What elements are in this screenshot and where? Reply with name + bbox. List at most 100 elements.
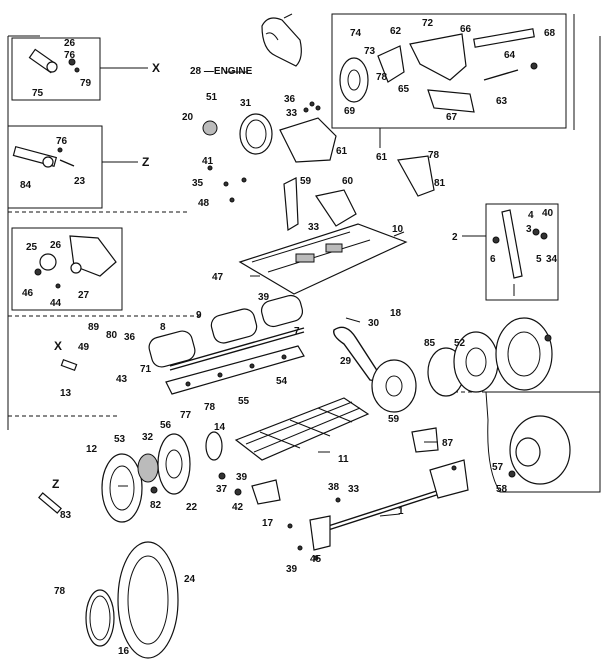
group-z-top <box>12 145 75 168</box>
right-bracket <box>492 209 548 296</box>
bracket-17 <box>251 479 281 505</box>
part-number-label: 43 <box>116 374 128 385</box>
part-number-label: 62 <box>390 26 402 37</box>
brackets <box>283 155 435 232</box>
axle <box>287 459 469 561</box>
part-number-label: 42 <box>232 502 244 513</box>
group-x-inset-label: X <box>54 339 62 353</box>
part-number-label: 89 <box>88 322 100 333</box>
part-number-label: 5 <box>536 254 542 265</box>
part-number-label: 17 <box>262 518 274 529</box>
part-number-label: 51 <box>206 92 218 103</box>
part-number-label: 29 <box>340 356 352 367</box>
part-number-label: 36 <box>124 332 136 343</box>
part-number-label: 78 <box>376 72 388 83</box>
deck-plate <box>238 223 408 295</box>
part-number-label: 52 <box>454 338 466 349</box>
tire-group <box>85 541 179 659</box>
part-number-label: 14 <box>214 422 226 433</box>
part-number-label: 32 <box>142 432 154 443</box>
part-number-label: 67 <box>446 112 458 123</box>
part-number-label: 2 <box>452 232 458 243</box>
part-number-label: 59 <box>388 414 400 425</box>
part-number-label: 33 <box>308 222 320 233</box>
part-number-label: 20 <box>182 112 194 123</box>
part-number-label: 60 <box>342 176 354 187</box>
part-number-label: 4 <box>528 210 534 221</box>
part-number-label: 8 <box>160 322 166 333</box>
part-number-label: 73 <box>364 46 376 57</box>
part-number-label: 71 <box>140 364 152 375</box>
part-number-label: 11 <box>338 454 349 465</box>
part-number-label: 83 <box>60 510 72 521</box>
part-number-label: 78 <box>204 402 216 413</box>
roller-set <box>148 294 305 371</box>
part-number-label: 46 <box>22 288 34 299</box>
part-number-label: 38 <box>328 482 340 493</box>
part-number-label: 16 <box>118 646 130 657</box>
part-number-label: 44 <box>50 298 62 309</box>
part-number-label: 31 <box>240 98 252 109</box>
part-number-label: 57 <box>492 462 504 473</box>
right-gears <box>371 317 553 413</box>
part-number-label: 87 <box>442 438 454 449</box>
bedknife-bar <box>165 345 305 395</box>
part-number-label: 25 <box>26 242 38 253</box>
part-number-label: 75 <box>32 88 44 99</box>
part-number-label: 78 <box>428 150 440 161</box>
part-number-label: 68 <box>544 28 556 39</box>
part-number-label: 72 <box>422 18 434 29</box>
part-number-label: 77 <box>180 410 192 421</box>
side-plate <box>411 427 439 453</box>
part-number-label: 1 <box>398 506 404 517</box>
part-number-label: 78 <box>54 586 66 597</box>
drive-belt <box>333 326 380 382</box>
part-number-label: 39 <box>286 564 298 575</box>
part-number-label: 39 <box>258 292 270 303</box>
part-number-label: 55 <box>238 396 250 407</box>
zoom-inset-gears <box>508 415 571 485</box>
part-number-label: 12 <box>86 444 98 455</box>
part-number-label: 79 <box>80 78 92 89</box>
part-number-label: 26 <box>50 240 62 251</box>
part-number-label: 48 <box>198 198 210 209</box>
part-number-label: 85 <box>424 338 436 349</box>
group-x-top-label: X <box>152 61 160 75</box>
part-number-label: 56 <box>160 420 172 431</box>
reel-assembly <box>234 397 370 461</box>
leader-lines <box>118 13 438 517</box>
part-number-label: 47 <box>212 272 224 283</box>
group-z-inset-label: Z <box>52 477 59 491</box>
part-number-label: 74 <box>350 28 362 39</box>
inset-adjuster <box>34 235 117 289</box>
part-number-label: 18 <box>390 308 402 319</box>
part-number-label: 7 <box>294 326 300 337</box>
part-number-label: 24 <box>184 574 196 585</box>
part-number-label: 80 <box>106 330 118 341</box>
part-number-label: 30 <box>368 318 380 329</box>
handle-pieces <box>38 359 78 514</box>
part-number-label: 49 <box>78 342 90 353</box>
part-number-label: 9 <box>196 310 202 321</box>
part-number-label: 41 <box>202 156 214 167</box>
part-number-label: 6 <box>490 254 496 265</box>
group-x-top <box>28 48 80 74</box>
part-number-label: 33 <box>286 108 298 119</box>
part-number-label: 22 <box>186 502 198 513</box>
part-number-label: 13 <box>60 388 72 399</box>
part-number-label: 45 <box>310 554 322 565</box>
part-number-label: 33 <box>348 484 360 495</box>
part-number-label: 59 <box>300 176 312 187</box>
part-number-label: 76 <box>56 136 68 147</box>
left-wheel-group <box>101 431 242 523</box>
part-number-label: 34 <box>546 254 558 265</box>
part-number-label: 81 <box>434 178 446 189</box>
part-number-label: 40 <box>542 208 554 219</box>
part-number-label: 39 <box>236 472 248 483</box>
part-number-label: 65 <box>398 84 410 95</box>
part-number-label: 3 <box>526 224 532 235</box>
engine-parts <box>339 28 538 113</box>
part-number-label: 76 <box>64 50 76 61</box>
